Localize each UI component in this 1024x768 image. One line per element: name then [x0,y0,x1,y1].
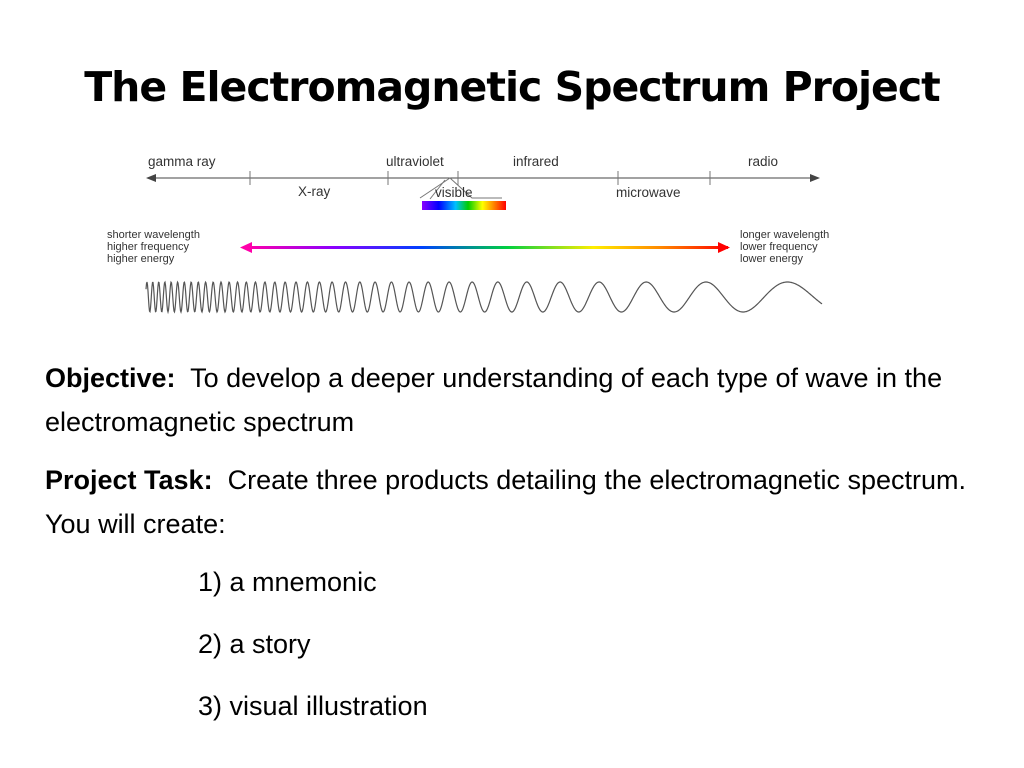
visible-callout-bracket [419,177,502,199]
task-label: Project Task: [45,465,213,495]
label-lower-energy: lower energy [740,253,803,265]
em-spectrum-diagram: gamma ray ultraviolet infrared radio X-r… [107,154,829,315]
visible-callout-left [429,179,446,200]
label-ultraviolet: ultraviolet [386,154,444,169]
objective-label: Objective: [45,363,176,393]
label-visible: visible [435,185,473,200]
task-text: Create three products detailing the elec… [45,465,966,539]
axis-arrow-right [810,174,820,182]
axis-arrow-left [146,174,156,182]
slide-body: Objective: To develop a deeper understan… [45,356,1005,746]
label-radio: radio [748,154,778,169]
chirp-wave [145,280,823,315]
label-longer-wavelength: longer wavelength [740,229,829,241]
label-gamma-ray: gamma ray [148,154,216,169]
label-x-ray: X-ray [298,184,331,199]
rainbow-arrow-left-head [240,242,252,253]
task-paragraph: Project Task: Create three products deta… [45,458,1005,546]
objective-paragraph: Objective: To develop a deeper understan… [45,356,1005,444]
rainbow-arrow-right-head [718,242,730,253]
list-item: 1) a mnemonic [198,567,377,597]
label-microwave: microwave [616,185,681,200]
list-item: 3) visual illustration [198,691,428,721]
objective-text: To develop a deeper understanding of eac… [45,363,943,437]
label-shorter-wavelength: shorter wavelength [107,229,200,241]
label-higher-energy: higher energy [107,253,175,265]
label-infrared: infrared [513,154,559,169]
label-higher-frequency: higher frequency [107,241,189,253]
product-list: 1) a mnemonic 2) a story 3) visual illus… [45,560,1005,728]
visible-color-band [422,201,506,210]
label-lower-frequency: lower frequency [740,241,818,253]
list-item: 2) a story [198,629,311,659]
axis-ticks [249,171,711,185]
slide-title: The Electromagnetic Spectrum Project [84,63,941,111]
rainbow-arrow-shaft [248,246,728,249]
